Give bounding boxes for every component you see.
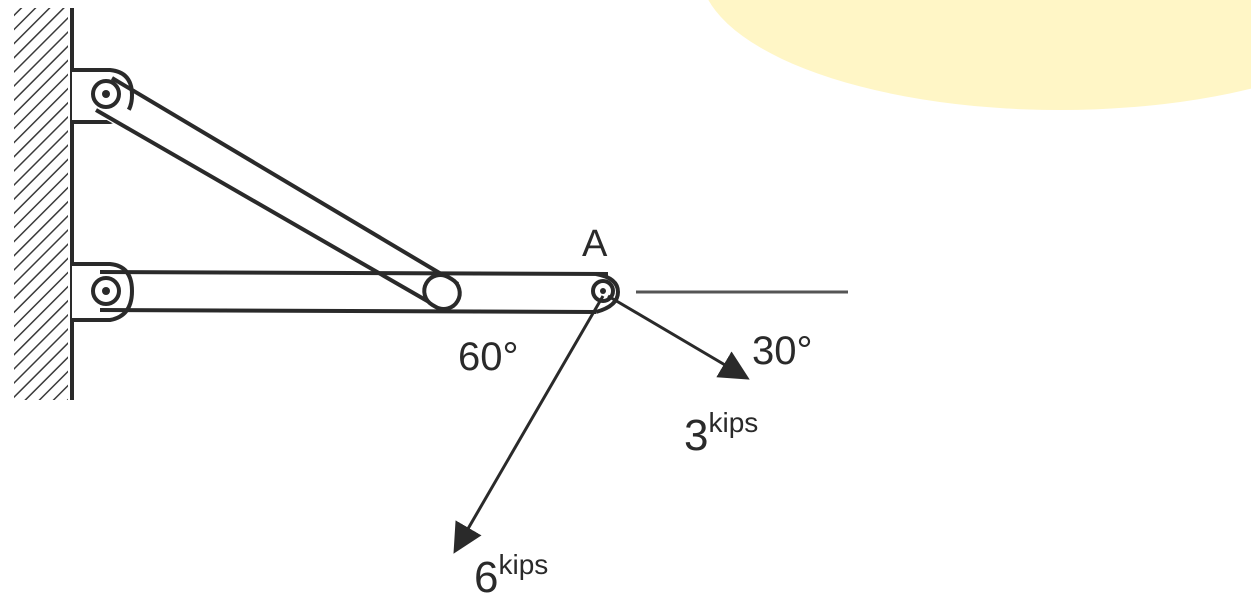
force-arrow-3kips xyxy=(607,294,750,380)
load-6-value: 6 xyxy=(474,553,498,602)
wall xyxy=(14,8,74,400)
angle-label-30: 30° xyxy=(752,329,813,373)
point-label-a: A xyxy=(582,223,608,265)
diagonal-member xyxy=(95,76,462,311)
load-label-3kips: 3kips xyxy=(684,407,758,460)
force-arrow-6kips xyxy=(453,295,605,554)
horizontal-member xyxy=(99,270,621,314)
angle-label-60: 60° xyxy=(458,335,519,379)
upper-pin xyxy=(91,79,121,109)
lower-pin xyxy=(91,276,121,306)
load-6-unit: kips xyxy=(498,549,548,580)
wall-hatching xyxy=(14,8,68,400)
load-3-unit: kips xyxy=(708,407,758,438)
load-3-value: 3 xyxy=(684,411,708,460)
load-label-6kips: 6kips xyxy=(474,549,548,602)
highlight-blob xyxy=(708,0,1251,110)
